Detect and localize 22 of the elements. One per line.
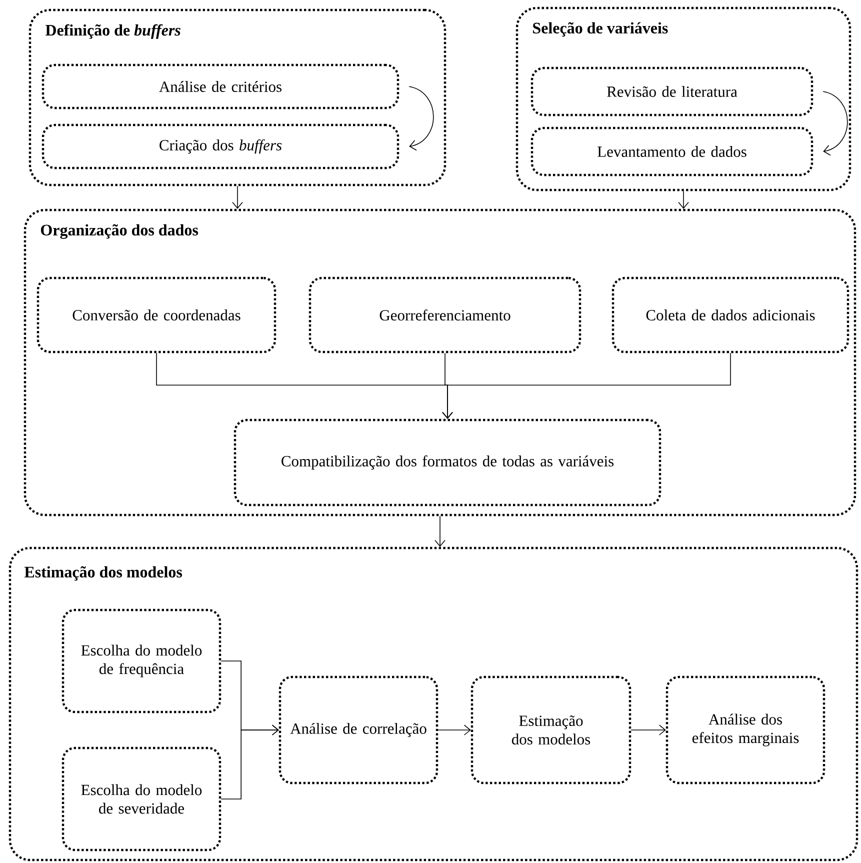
process-box: Criação dos buffers	[42, 124, 400, 170]
arrow	[442, 352, 731, 419]
arrow	[822, 91, 848, 156]
arrow	[220, 724, 279, 800]
process-box: Compatibilização dos formatos de todas as variáveis	[234, 418, 662, 506]
arrow	[630, 724, 666, 736]
process-box: Escolha do modelo de frequência	[62, 608, 222, 714]
arrow	[678, 190, 689, 209]
process-box: Escolha do modelo de severidade	[62, 746, 222, 852]
process-box: Coleta de dados adicionais	[612, 276, 850, 354]
arrow	[438, 724, 471, 736]
process-box: Análise dos efeitos marginais	[666, 676, 826, 784]
process-box: Análise de correlação	[278, 676, 438, 784]
process-box: Estimação dos modelos	[470, 676, 632, 784]
arrow	[232, 186, 243, 209]
process-box: Análise de critérios	[42, 64, 400, 110]
process-box: Conversão de coordenadas	[36, 276, 276, 354]
process-box: Revisão de literatura	[530, 66, 814, 116]
process-box: Georreferenciamento	[308, 276, 582, 354]
arrow	[408, 86, 434, 151]
process-box: Levantamento de dados	[530, 126, 814, 176]
arrow	[434, 516, 446, 547]
